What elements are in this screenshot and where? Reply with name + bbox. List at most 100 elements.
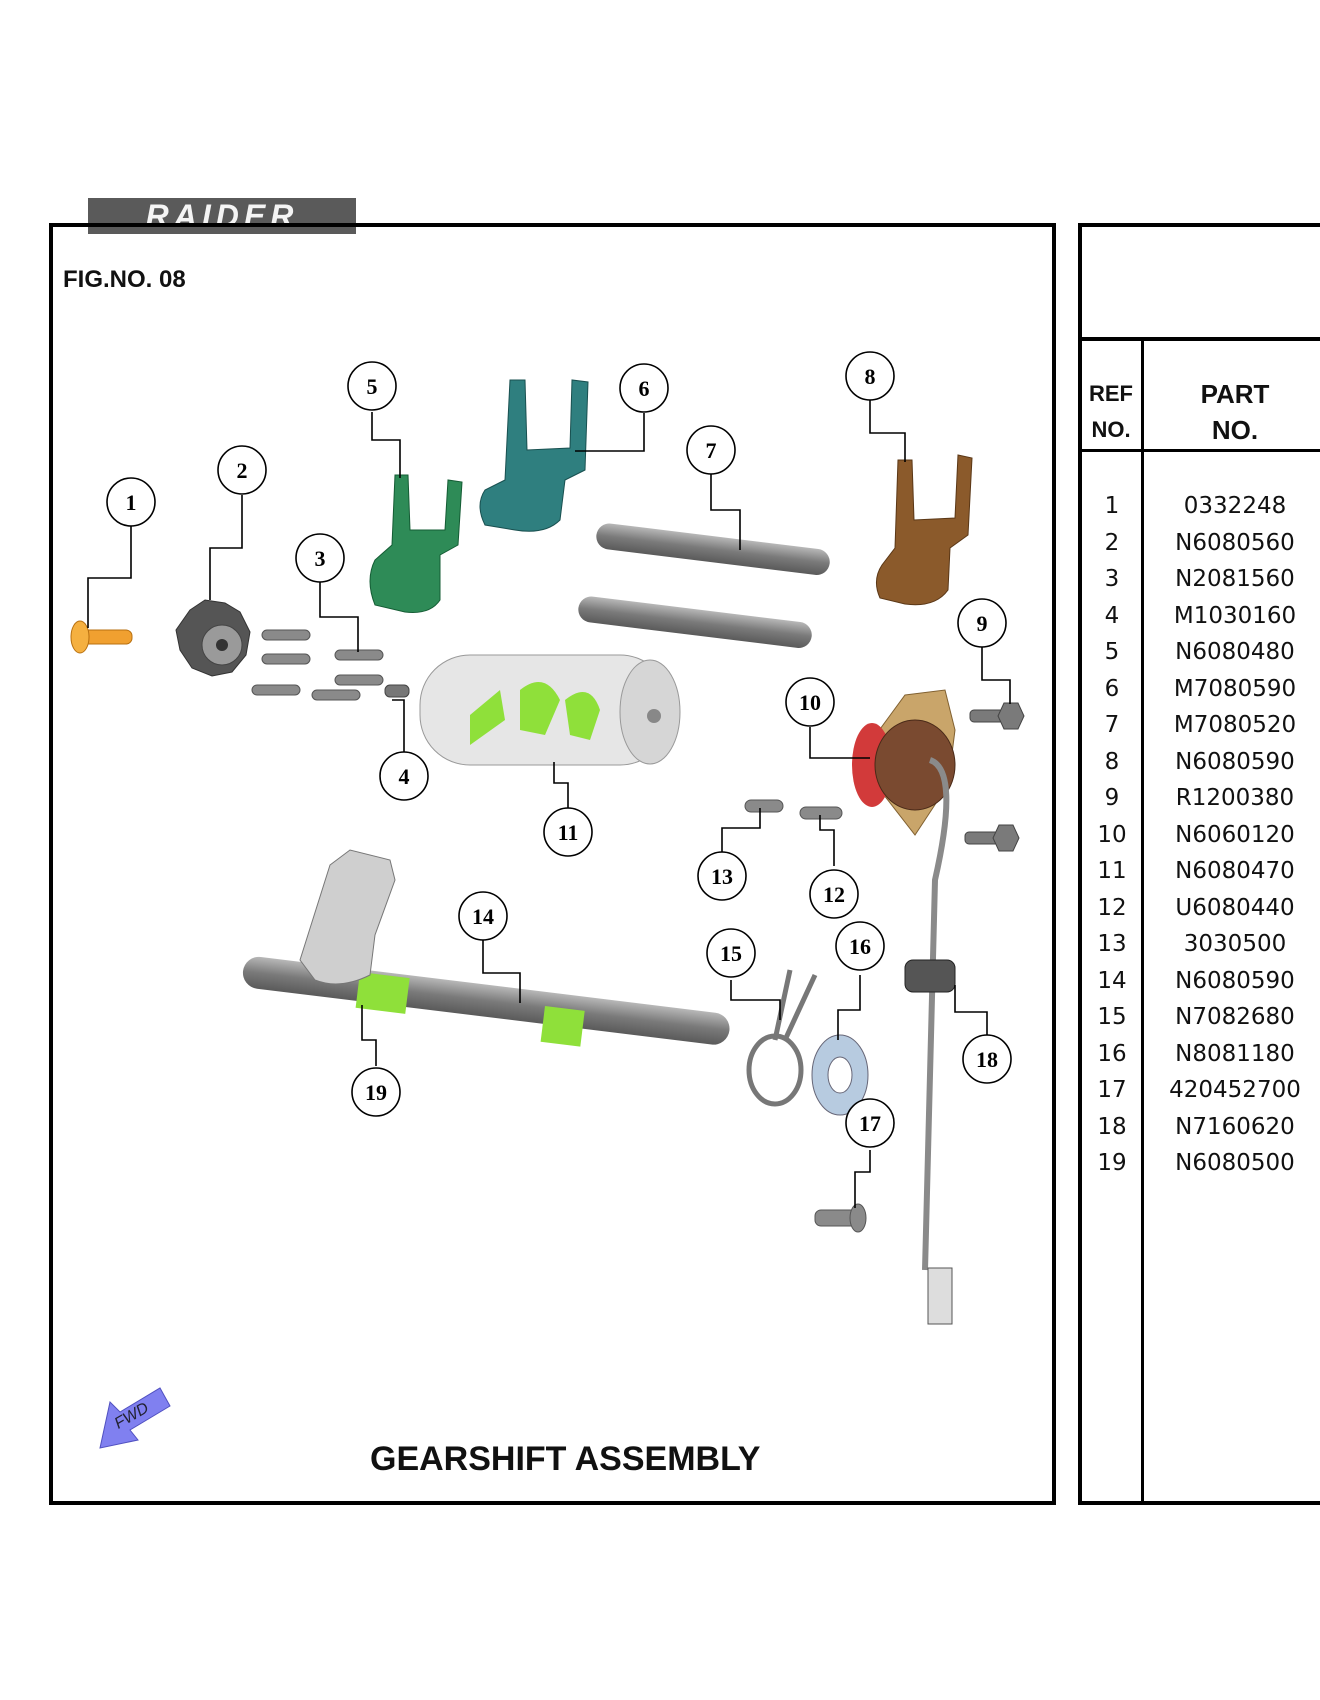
svg-text:11: 11 (558, 820, 579, 845)
svg-text:6: 6 (639, 376, 650, 401)
table-row: 10 N6060120 (1082, 817, 1320, 854)
table-row: 11 N6080470 (1082, 853, 1320, 890)
callout-7: 7 (686, 425, 736, 475)
svg-text:19: 19 (365, 1080, 387, 1105)
ref-no: 13 (1097, 931, 1127, 957)
part-12-pin (799, 806, 843, 820)
part-no: 0332248 (1183, 493, 1287, 519)
ref-no: 8 (1104, 748, 1120, 775)
part-no: N6080500 (1175, 1150, 1295, 1176)
svg-text:7: 7 (706, 438, 717, 463)
callout-6: 6 (619, 363, 669, 413)
callout-12: 12 (809, 869, 859, 919)
part-no: M1030160 (1173, 602, 1297, 629)
part-16-washer (811, 1034, 869, 1116)
table-header-rule (1078, 449, 1320, 452)
part-18-clamp (904, 959, 956, 993)
part-no: U6080440 (1175, 894, 1295, 921)
callout-15: 15 (706, 928, 756, 978)
table-column-divider (1141, 337, 1144, 1505)
part-no: R1200380 (1175, 785, 1295, 811)
table-row: 18 N7160620 (1082, 1109, 1320, 1146)
ref-no: 3 (1104, 566, 1120, 592)
table-row: 2 N6080560 (1082, 525, 1320, 562)
callout-4: 4 (379, 751, 429, 801)
callout-16: 16 (835, 921, 885, 971)
callout-1: 1 (106, 477, 156, 527)
diagram-frame (49, 223, 1056, 1505)
table-row: 3 N2081560 (1082, 561, 1320, 598)
part-no: N6080590 (1175, 748, 1295, 775)
ref-no: 17 (1097, 1077, 1127, 1103)
svg-text:4: 4 (399, 764, 410, 789)
part-no: 420452700 (1169, 1077, 1301, 1103)
forward-arrow-icon: FWD (99, 1387, 171, 1449)
ref-no: 18 (1097, 1113, 1127, 1140)
callout-19: 19 (351, 1067, 401, 1117)
ref-no: 7 (1104, 712, 1120, 738)
part-no: N6080470 (1175, 858, 1295, 884)
ref-no: 4 (1104, 602, 1120, 629)
ref-no: 1 (1104, 493, 1120, 519)
assembly-title: GEARSHIFT ASSEMBLY (370, 1440, 761, 1478)
part-7-rods (578, 523, 830, 648)
svg-text:2: 2 (237, 458, 248, 483)
svg-text:5: 5 (367, 374, 378, 399)
part-4-pin (384, 684, 410, 698)
parts-table-frame (1078, 223, 1320, 1505)
part-14-shift-shaft (242, 956, 730, 1047)
table-row: 9 R1200380 (1082, 780, 1320, 817)
callout-11: 11 (543, 807, 593, 857)
table-row: 16 N8081180 (1082, 1036, 1320, 1073)
figure-number: FIG.NO. 08 (63, 266, 186, 293)
callout-8: 8 (845, 351, 895, 401)
part-no: N2081560 (1175, 566, 1295, 592)
part-no: M7080590 (1173, 675, 1297, 702)
svg-text:18: 18 (976, 1047, 998, 1072)
callout-17: 17 (845, 1098, 895, 1148)
ref-no: 16 (1097, 1040, 1127, 1067)
callout-14: 14 (458, 891, 508, 941)
ref-no: 11 (1097, 858, 1127, 884)
svg-text:10: 10 (799, 690, 821, 715)
table-row: 1 0332248 (1082, 488, 1320, 525)
part-no: N6080480 (1175, 639, 1295, 665)
svg-text:3: 3 (315, 546, 326, 571)
part-no: N6060120 (1175, 821, 1295, 848)
callout-18: 18 (962, 1034, 1012, 1084)
callout-3: 3 (295, 533, 345, 583)
svg-text:12: 12 (823, 882, 845, 907)
table-row: 17 420452700 (1082, 1072, 1320, 1109)
part-10-gear-sensor (852, 689, 956, 1325)
ref-no: 9 (1104, 785, 1120, 811)
part-no: N7160620 (1175, 1113, 1295, 1140)
svg-text:14: 14 (472, 904, 494, 929)
callout-10: 10 (785, 677, 835, 727)
ref-no: 15 (1097, 1004, 1127, 1030)
leader-lines (87, 400, 1011, 1208)
raider-logo: RAIDER (88, 198, 356, 234)
svg-text:17: 17 (859, 1111, 881, 1136)
part-no: N8081180 (1175, 1040, 1295, 1067)
ref-no: 2 (1104, 529, 1120, 556)
part-no: N6080560 (1175, 529, 1295, 556)
svg-text:16: 16 (849, 934, 871, 959)
svg-text:9: 9 (977, 611, 988, 636)
svg-text:13: 13 (711, 864, 733, 889)
part-6-shift-fork (479, 379, 589, 532)
table-row: 4 M1030160 (1082, 598, 1320, 635)
ref-no: 14 (1097, 967, 1127, 994)
part-11-shift-drum (419, 654, 681, 766)
svg-text:8: 8 (865, 364, 876, 389)
part-19-shift-arm (299, 849, 396, 985)
ref-no: 5 (1104, 639, 1120, 665)
ref-no: 10 (1097, 821, 1127, 848)
